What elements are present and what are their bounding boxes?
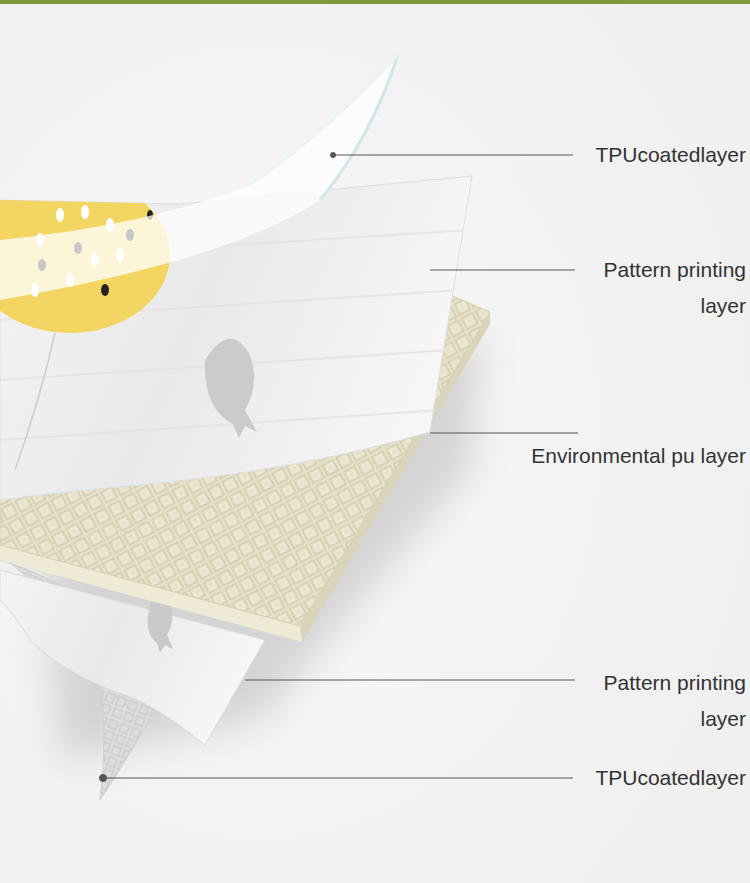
- layer-label: TPUcoatedlayer: [595, 143, 746, 167]
- layer-label: TPUcoatedlayer: [595, 766, 746, 790]
- layer-label: Pattern printing layer: [568, 665, 746, 737]
- layer-label: Pattern printing layer: [568, 252, 746, 324]
- layer-label: Environmental pu layer: [531, 444, 746, 468]
